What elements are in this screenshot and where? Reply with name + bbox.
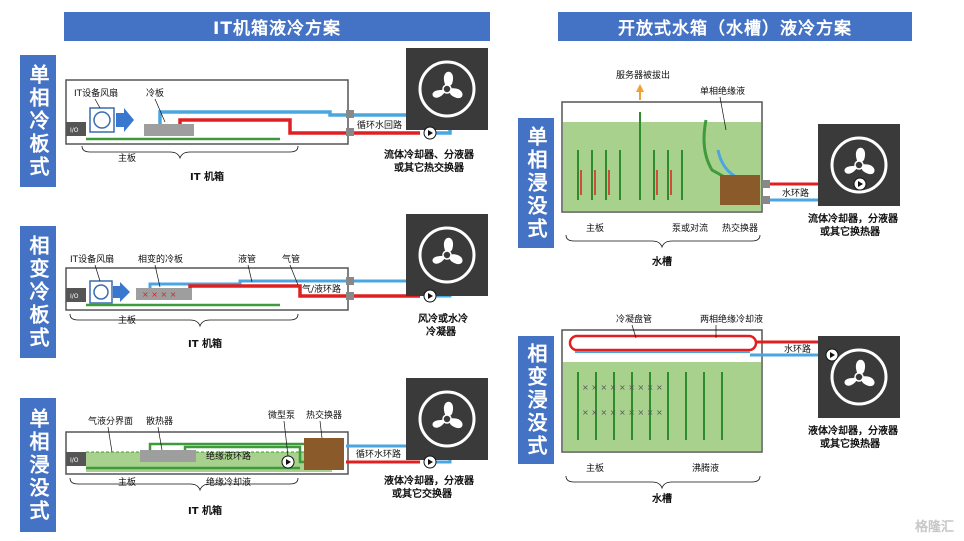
svg-text:I/O: I/O [70,457,79,464]
left-header: IT机箱液冷方案 [64,12,490,41]
label-mainboard: 主板 [118,152,136,164]
section-phase-immersion-tank: × × × × × × × × × × × × × × × × × × 冷凝盘管… [561,313,902,505]
label-chassis: IT 机箱 [188,504,222,517]
side-label-phase-cold-plate: 相变冷板式 [20,226,56,358]
cooler-line2: 或其它换热器 [820,437,881,450]
heat-exchanger [720,175,760,205]
cooler-line1: 液体冷却器，分液器 [384,474,475,487]
io-block [66,452,86,466]
label-insul-coolant: 绝缘冷却液 [206,476,251,488]
label-interface: 气液分界面 [88,415,133,427]
hot-pipe [178,118,420,135]
label-water-loop: 水环路 [784,343,811,355]
label-cold-plate: 相变的冷板 [138,253,183,265]
pump-icon [825,348,839,362]
fan-icon [89,280,113,304]
label-hx: 热交换器 [306,409,342,421]
label-radiator: 散热器 [146,415,173,427]
pump-icon [853,177,867,191]
pump-icon [423,126,437,140]
fan-unit-icon [816,334,902,420]
label-liquid-pipe: 液管 [238,253,256,265]
gas-pipe [188,284,420,298]
svg-text:× × × × × × × × ×: × × × × × × × × × [582,408,663,417]
label-mainboard: 主板 [586,222,604,234]
label-loop: 气/液环路 [302,283,341,295]
cooler-line1: 液体冷却器，分液器 [808,424,899,437]
liquid-pipe [148,279,406,288]
side-label-single-immersion-tank: 单相浸没式 [518,118,554,248]
insulating-loop [148,442,310,450]
right-header: 开放式水箱（水槽）液冷方案 [558,12,912,41]
section-phase-cold-plate: I/O × × × × IT设备风扇 相变的冷板 液管 气管 气/液环路 主板 … [65,212,490,350]
watermark: 格隆汇 [914,520,954,535]
cooler-line2: 或其它热交换器 [394,161,465,174]
label-water-loop: 水环路 [782,187,809,199]
section-single-immersion-chassis: I/O 气液分界面 散热器 微型泵 热交换器 绝缘液环路 循环水环路 主板 绝缘… [65,376,490,517]
cooler-line1: 流体冷却器，分液器 [808,212,899,225]
cooler-line2: 或其它交换器 [392,487,453,500]
pump-icon [423,455,437,469]
label-mainboard: 主板 [586,462,604,474]
label-gas-pipe: 气管 [282,253,300,265]
airflow-arrow-icon [113,282,130,302]
label-boiling: 沸腾液 [692,462,719,474]
label-condenser: 冷凝盘管 [616,313,652,325]
section-single-immersion-tank: 服务器被拔出 单相绝缘液 水环路 主板 泵或对流 热交换器 水槽 流体冷却器，分… [561,69,902,268]
label-two-phase: 两相绝缘冷却液 [700,313,763,325]
label-hx: 热交换器 [722,222,758,234]
phase-cold-plate [136,288,192,300]
micro-pump-icon [281,455,295,469]
label-insul-loop: 绝缘液环路 [206,450,251,462]
label-fan: IT设备风扇 [70,253,114,265]
fan-unit-icon [404,212,490,298]
label-loop: 循环水回路 [357,119,402,131]
side-label-single-immersion-chassis: 单相浸没式 [20,398,56,532]
cold-pipe [158,110,406,124]
heat-exchanger [304,438,344,470]
svg-text:I/O: I/O [70,127,79,134]
label-fan: IT设备风扇 [74,87,118,99]
label-water-loop: 循环水环路 [356,448,401,460]
radiator [140,450,196,462]
pump-icon [423,289,437,303]
label-pump: 微型泵 [268,409,295,421]
blades [577,372,723,440]
cooler-line1: 风冷或水冷 [418,312,468,325]
cooler-line2: 冷凝器 [426,325,457,338]
fan-unit-icon [404,376,490,462]
section-single-cold-plate: I/O IT设备风扇 冷板 循环水回路 主板 IT 机箱 流体冷却器、分液器 或… [65,46,490,183]
cooler-line1: 流体冷却器、分液器 [384,148,475,161]
label-chassis: IT 机箱 [190,170,224,183]
server-blades [577,112,683,200]
label-mainboard: 主板 [118,476,136,488]
io-block [66,122,86,136]
label-server-pull: 服务器被拔出 [616,69,670,81]
tank-liquid [563,362,761,451]
svg-text:× × × × × × × × ×: × × × × × × × × × [582,383,663,392]
cold-plate [144,124,194,136]
label-chassis: IT 机箱 [188,337,222,350]
airflow-arrow-icon [116,108,134,132]
label-pump-conv: 泵或对流 [672,222,708,234]
side-label-phase-immersion-tank: 相变浸没式 [518,336,554,464]
label-tank: 水槽 [651,492,672,505]
label-mainboard: 主板 [118,314,136,326]
label-tank: 水槽 [651,255,672,268]
side-label-single-cold-plate: 单相冷板式 [20,55,56,187]
fan-unit-icon [404,46,490,132]
label-single-insul: 单相绝缘液 [700,85,745,97]
io-block [66,288,86,302]
svg-text:I/O: I/O [70,293,79,300]
svg-text:× × × ×: × × × × [142,290,176,299]
cooler-line2: 或其它换热器 [820,225,881,238]
label-cold-plate: 冷板 [146,87,164,99]
fan-unit-icon [816,122,902,208]
